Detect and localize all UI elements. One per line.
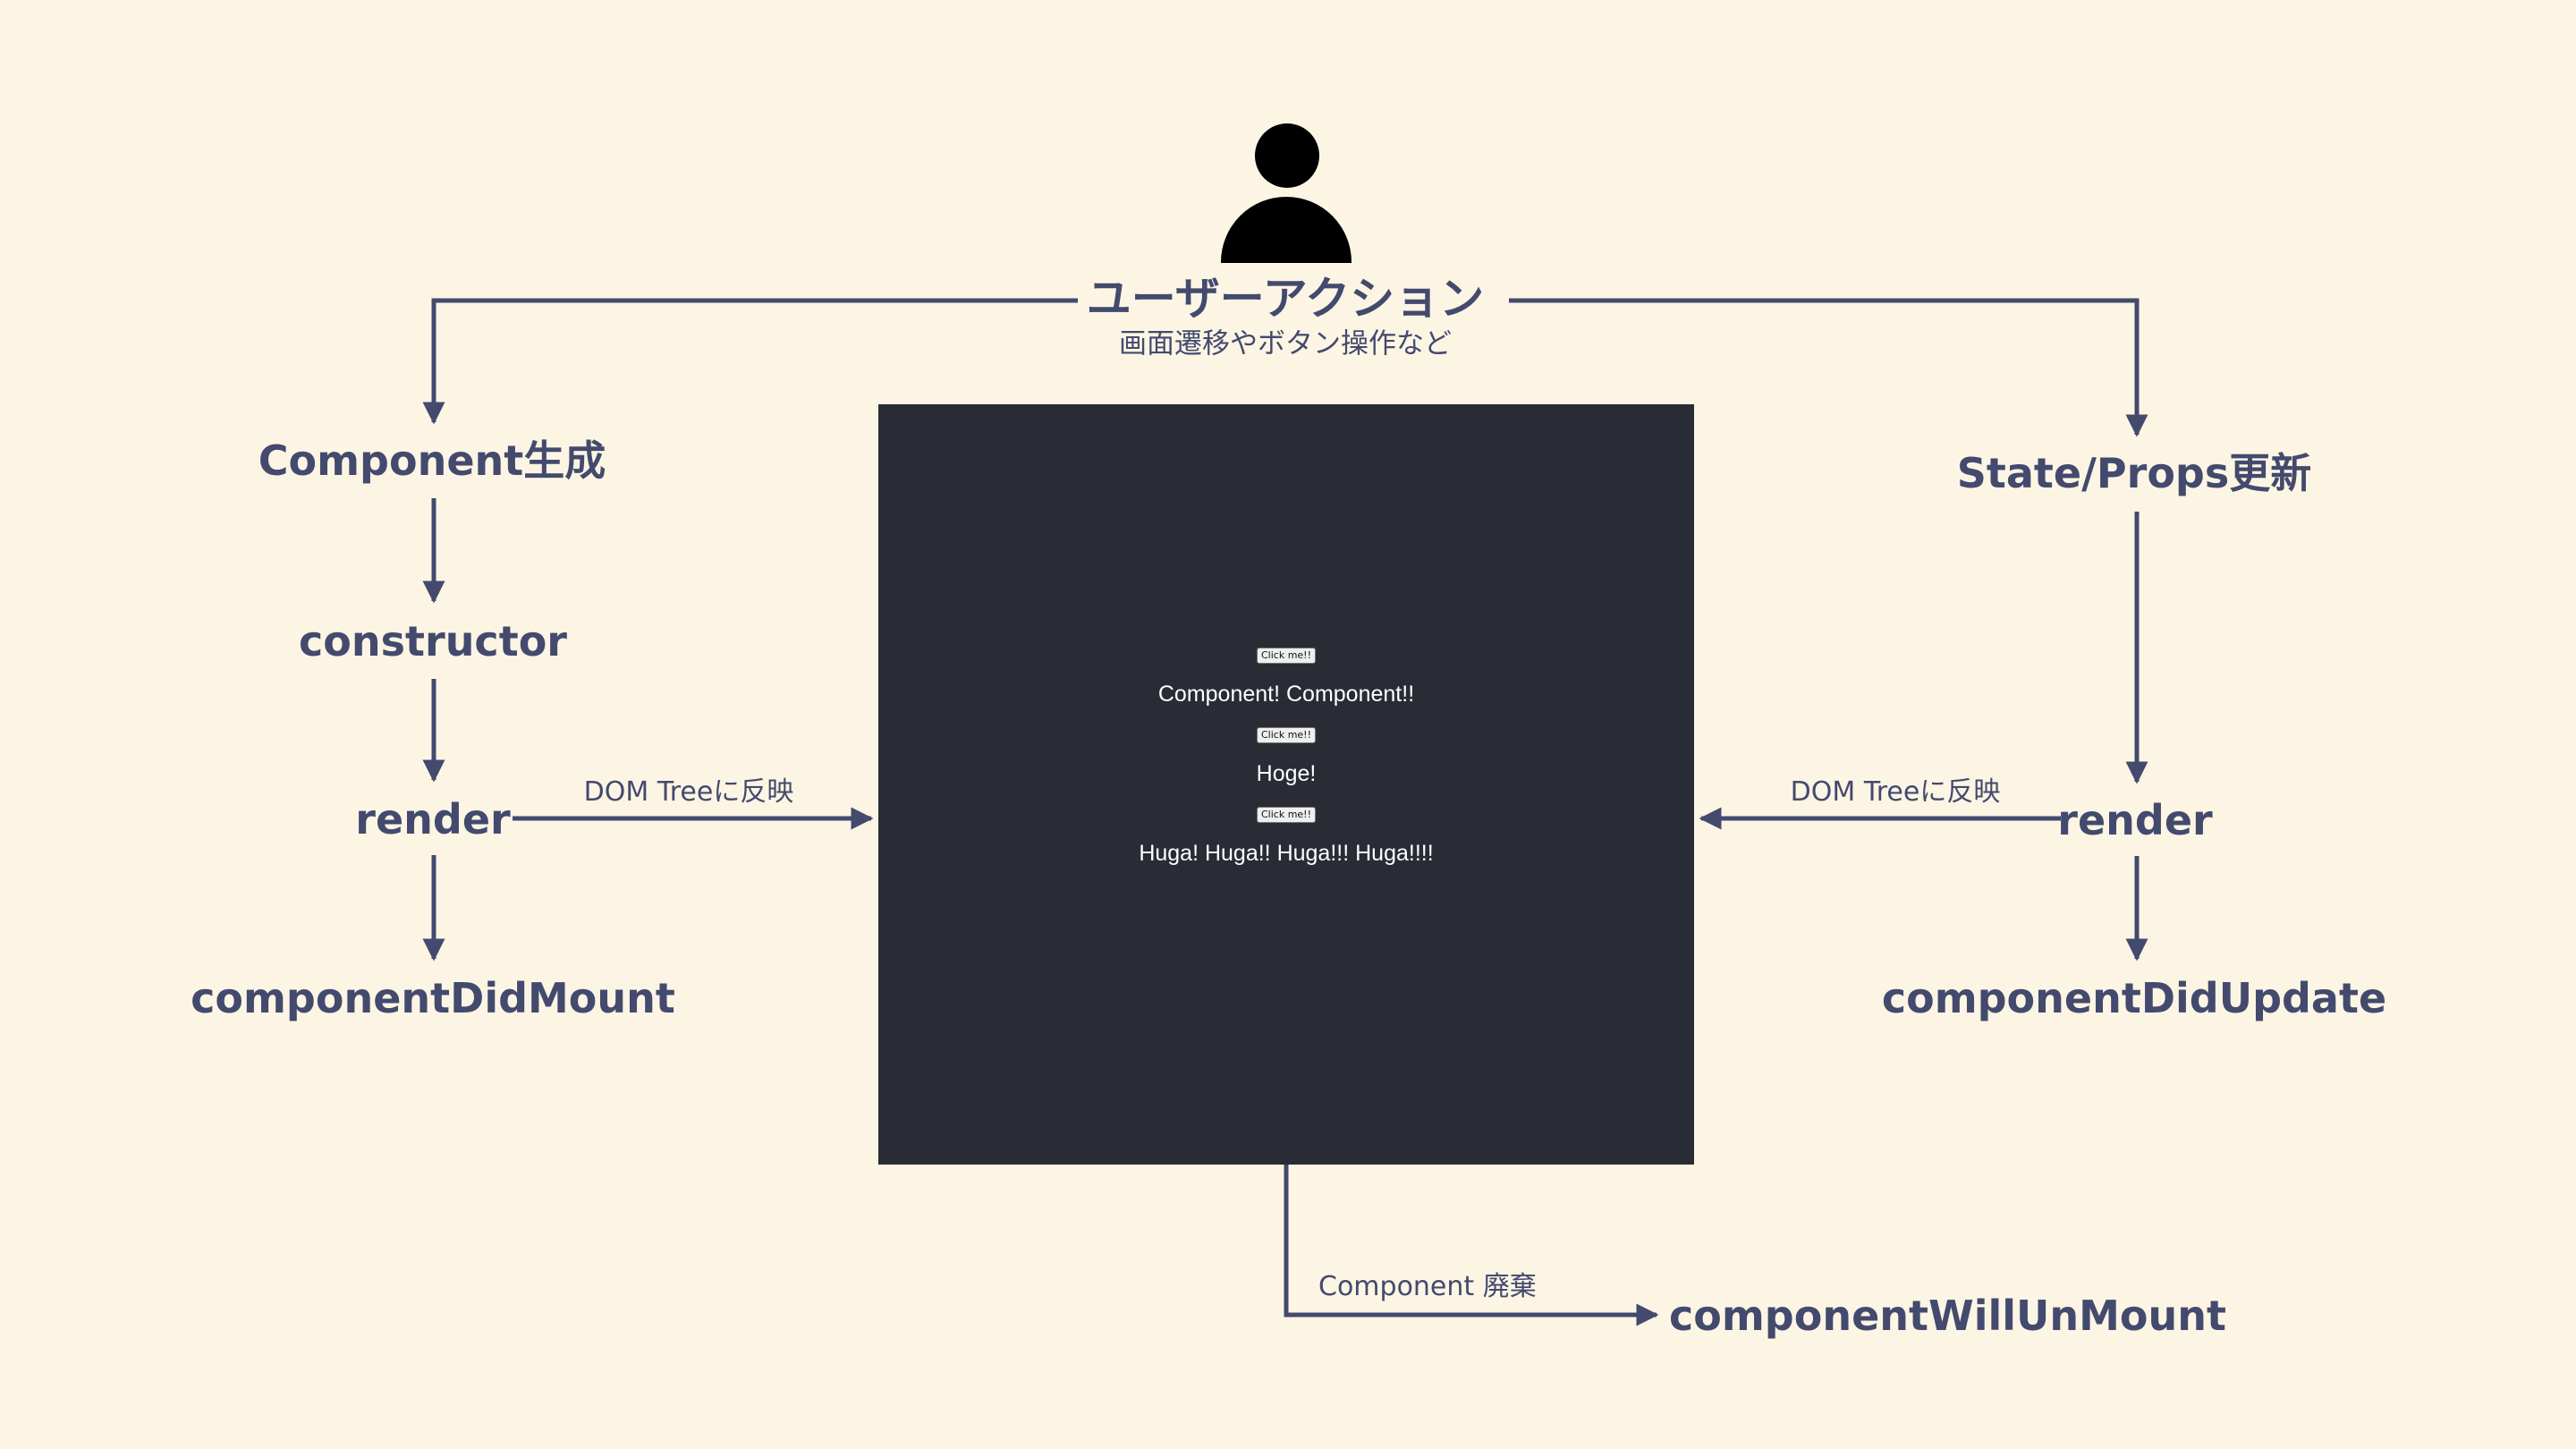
node-render-update: render bbox=[2057, 796, 2213, 844]
app-screen: Click me!! Component! Component!! Click … bbox=[878, 404, 1694, 1165]
user-action-title: ユーザーアクション bbox=[1086, 273, 1485, 325]
click-me-button-1[interactable]: Click me!! bbox=[1256, 648, 1316, 664]
node-constructor: constructor bbox=[299, 617, 567, 665]
label-component-discard: Component 廃棄 bbox=[1318, 1271, 1537, 1302]
user-icon bbox=[1221, 123, 1352, 263]
hoge-output-text: Hoge! bbox=[1256, 761, 1317, 786]
arrow-screen-to-unmount bbox=[1284, 1165, 1659, 1326]
node-state-props-update: State/Props更新 bbox=[1956, 449, 2312, 497]
user-action-subtitle: 画面遷移やボタン操作など bbox=[1119, 327, 1452, 360]
click-me-button-2[interactable]: Click me!! bbox=[1256, 727, 1316, 743]
app-screen-content: Click me!! Component! Component!! Click … bbox=[878, 648, 1694, 886]
label-dom-reflect-left: DOM Treeに反映 bbox=[583, 776, 794, 808]
huga-output-text: Huga! Huga!! Huga!!! Huga!!!! bbox=[1139, 841, 1434, 866]
arrow-user-to-update bbox=[1509, 298, 2148, 437]
node-component-did-update: componentDidUpdate bbox=[1881, 974, 2387, 1022]
node-component-create: Component生成 bbox=[258, 436, 606, 485]
node-component-did-mount: componentDidMount bbox=[191, 974, 675, 1022]
click-me-button-3[interactable]: Click me!! bbox=[1256, 807, 1316, 823]
user-icon-head bbox=[1255, 123, 1319, 188]
user-icon-body bbox=[1221, 197, 1352, 263]
node-component-will-unmount: componentWillUnMount bbox=[1669, 1292, 2227, 1340]
component-output-text: Component! Component!! bbox=[1157, 682, 1415, 707]
label-dom-reflect-right: DOM Treeに反映 bbox=[1790, 776, 2001, 808]
arrow-user-to-create bbox=[422, 298, 1078, 425]
node-render-mount: render bbox=[355, 795, 511, 843]
